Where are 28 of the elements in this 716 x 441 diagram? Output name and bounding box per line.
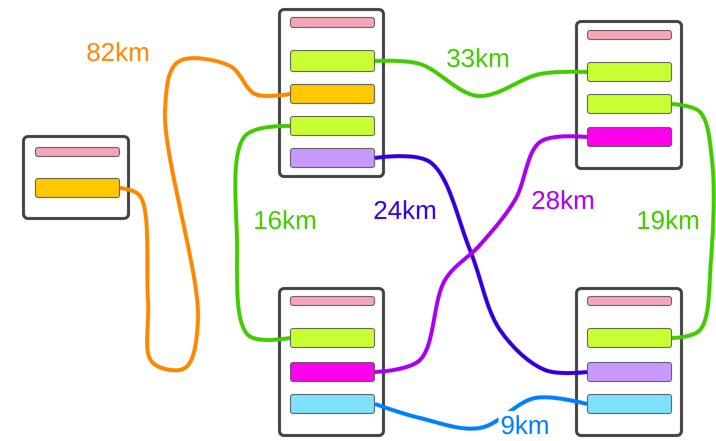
bar-slot [587,362,672,382]
connector-line [374,58,588,98]
bar-slot [290,84,375,104]
bar-slot [290,362,375,382]
container-box [575,20,683,170]
bar-slot [35,147,120,157]
container-box [22,135,130,220]
container-box [278,8,385,178]
bar-slot [290,328,375,348]
bar-slot [587,328,672,348]
bar-slot [290,148,375,168]
bar-slot [290,296,375,306]
bar-slot [587,394,672,414]
container-box [278,287,385,437]
connector-line [233,124,290,342]
bar-slot [290,116,375,136]
bar-slot [290,394,375,414]
bar-slot [587,62,672,82]
bar-slot [290,17,375,28]
bar-slot [587,94,672,114]
container-box [575,287,683,437]
connector-line [374,395,588,431]
bar-slot [290,50,375,72]
connector-line [120,56,290,372]
bar-slot [587,296,672,306]
bar-slot [35,178,120,198]
bar-slot [587,127,672,147]
bar-slot [587,30,672,40]
